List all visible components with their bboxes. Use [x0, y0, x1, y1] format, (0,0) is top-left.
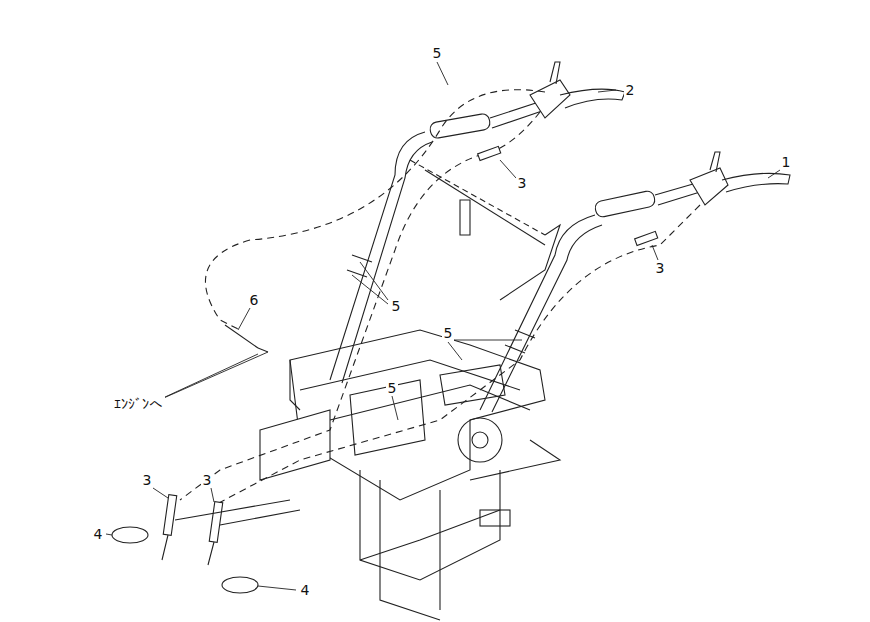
callout-number: 5	[386, 380, 399, 396]
callout-number: 3	[516, 175, 529, 191]
callout-number: 3	[201, 472, 214, 488]
callout-number: 4	[92, 526, 105, 542]
callout-number: 5	[390, 298, 403, 314]
callout-number: 1	[780, 154, 793, 170]
callout-number: 3	[141, 472, 154, 488]
callout-number: 4	[299, 582, 312, 598]
callout-number: 5	[431, 45, 444, 61]
cable-destination-note: ｴﾝｼﾞﾝへ	[112, 396, 165, 412]
callout-number: 5	[442, 325, 455, 341]
callout-number: 2	[624, 82, 637, 98]
callout-number: 6	[248, 292, 261, 308]
callout-number: 3	[654, 260, 667, 276]
